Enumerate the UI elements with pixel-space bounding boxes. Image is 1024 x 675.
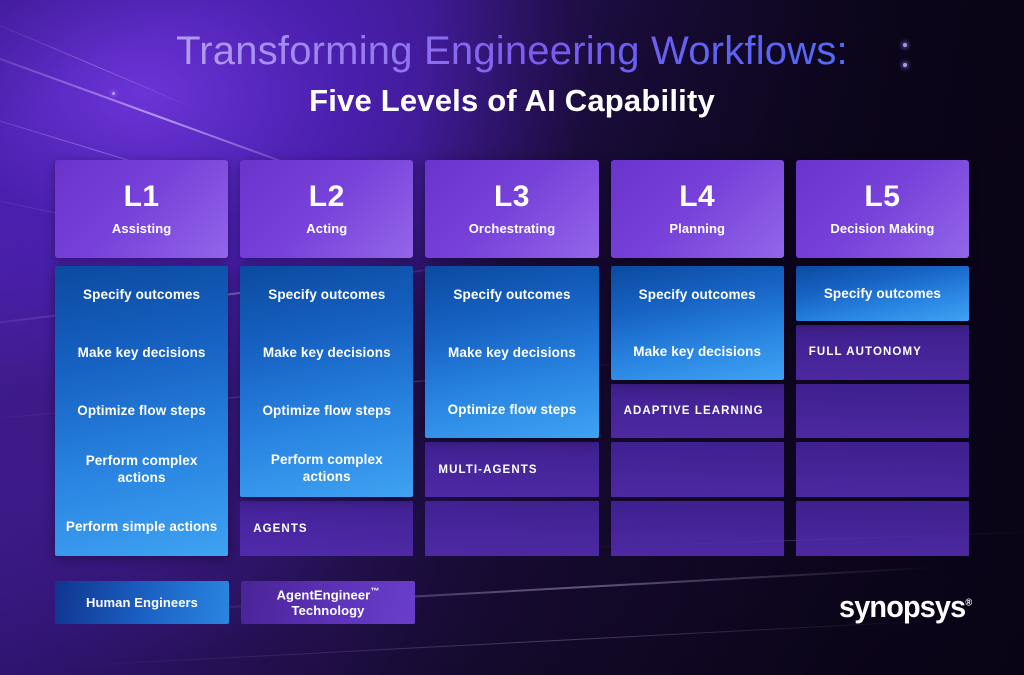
human-capability-label: Optimize flow steps xyxy=(77,403,206,419)
column-level-number: L2 xyxy=(308,180,345,213)
ai-capability-label: ADAPTIVE LEARNING xyxy=(623,405,764,417)
ai-rows-l5: FULL AUTONOMY xyxy=(795,324,969,556)
ai-capability-row-labeled[interactable]: ADAPTIVE LEARNING xyxy=(610,383,784,439)
synopsys-logo: synopsys® xyxy=(839,589,972,625)
registered-mark-icon: ® xyxy=(965,597,972,609)
human-capability-row[interactable]: Perform simple actions xyxy=(55,498,228,556)
ai-rows-l2: AGENTS xyxy=(240,501,414,556)
human-capability-row[interactable]: Specify outcomes xyxy=(611,266,784,323)
human-capability-row[interactable]: Make key decisions xyxy=(425,323,598,380)
ai-capability-row-empty[interactable] xyxy=(425,501,599,556)
human-capability-label: Perform simple actions xyxy=(65,519,218,535)
column-level-number: L1 xyxy=(123,180,160,213)
human-capability-label: Make key decisions xyxy=(633,343,762,359)
ai-capability-row-labeled[interactable]: AGENTS xyxy=(240,501,414,556)
human-capability-row[interactable]: Optimize flow steps xyxy=(240,382,413,440)
human-capability-row[interactable]: Make key decisions xyxy=(240,324,413,382)
legend-item-agentengineer[interactable]: AgentEngineer™ Technology xyxy=(241,581,415,624)
title-block: Transforming Engineering Workflows: Five… xyxy=(0,29,1024,119)
ai-capability-row-labeled[interactable]: FULL AUTONOMY xyxy=(795,324,969,380)
ai-capability-row-empty[interactable] xyxy=(795,501,969,556)
column-level-number: L3 xyxy=(493,180,530,213)
human-capability-label: Specify outcomes xyxy=(268,287,386,303)
human-capability-label: Make key decisions xyxy=(448,344,576,360)
human-capability-label: Optimize flow steps xyxy=(447,402,577,418)
ai-capability-label: AGENTS xyxy=(253,522,308,535)
column-level-number: L4 xyxy=(679,180,716,213)
human-capability-row[interactable]: Specify outcomes xyxy=(55,266,228,324)
column-level-label: Planning xyxy=(669,221,726,236)
human-capability-label: Specify outcomes xyxy=(453,287,571,303)
human-capability-row[interactable]: Make key decisions xyxy=(611,323,784,380)
legend-item-text: Human Engineers xyxy=(86,595,198,611)
human-capability-row[interactable]: Make key decisions xyxy=(55,324,228,382)
human-capability-label: Perform complex actions xyxy=(85,452,198,485)
legend: Human Engineers AgentEngineer™ Technology xyxy=(55,581,415,624)
column-level-number: L5 xyxy=(864,180,901,213)
page-title: Transforming Engineering Workflows: xyxy=(0,29,1024,73)
ai-capability-row-empty[interactable] xyxy=(610,501,784,556)
legend-item-text: AgentEngineer™ Technology xyxy=(277,586,380,619)
human-capability-row[interactable]: Perform complex actions xyxy=(240,439,413,497)
ai-rows-l4: ADAPTIVE LEARNING xyxy=(610,383,784,556)
legend-item-label: AgentEngineer xyxy=(276,587,371,603)
human-capability-label: Specify outcomes xyxy=(823,285,941,301)
human-capability-label: Specify outcomes xyxy=(638,286,756,302)
human-capability-row[interactable]: Perform complex actions xyxy=(55,440,228,498)
logo-wordmark: synopsys xyxy=(838,589,966,624)
human-capability-label: Make key decisions xyxy=(77,345,206,361)
column-level-label: Orchestrating xyxy=(468,221,556,236)
human-capability-label: Make key decisions xyxy=(262,345,391,361)
legend-item-label-line2: Technology xyxy=(291,603,365,619)
human-capability-label: Specify outcomes xyxy=(83,287,201,303)
page-subtitle: Five Levels of AI Capability xyxy=(309,83,715,119)
legend-item-human[interactable]: Human Engineers xyxy=(55,581,229,624)
human-capability-row[interactable]: Optimize flow steps xyxy=(55,382,228,440)
ai-rows-l3: MULTI-AGENTS xyxy=(425,442,599,556)
ai-capability-row-empty[interactable] xyxy=(795,442,969,498)
human-capability-label: Optimize flow steps xyxy=(262,402,392,418)
column-level-label: Decision Making xyxy=(830,221,935,236)
ai-capability-label: MULTI-AGENTS xyxy=(438,463,538,476)
human-capability-label: Perform complex actions xyxy=(270,452,383,485)
trademark-icon: ™ xyxy=(370,586,380,597)
ai-capability-row-empty[interactable] xyxy=(610,442,784,498)
ai-capability-row-labeled[interactable]: MULTI-AGENTS xyxy=(425,442,599,498)
human-capability-row[interactable]: Optimize flow steps xyxy=(425,381,598,438)
human-capability-row[interactable]: Specify outcomes xyxy=(240,266,413,324)
human-rows-l5: Specify outcomes xyxy=(795,266,969,321)
legend-item-label: Human Engineers xyxy=(85,594,199,610)
column-body-l5: FULL AUTONOMY Specify outcomes xyxy=(795,266,969,556)
column-level-label: Acting xyxy=(306,221,348,236)
ai-capability-label: FULL AUTONOMY xyxy=(808,346,922,359)
human-capability-row[interactable]: Specify outcomes xyxy=(425,266,598,323)
column-level-label: Assisting xyxy=(111,221,172,236)
ai-capability-row-empty[interactable] xyxy=(795,383,969,439)
human-capability-row[interactable]: Specify outcomes xyxy=(796,266,969,321)
